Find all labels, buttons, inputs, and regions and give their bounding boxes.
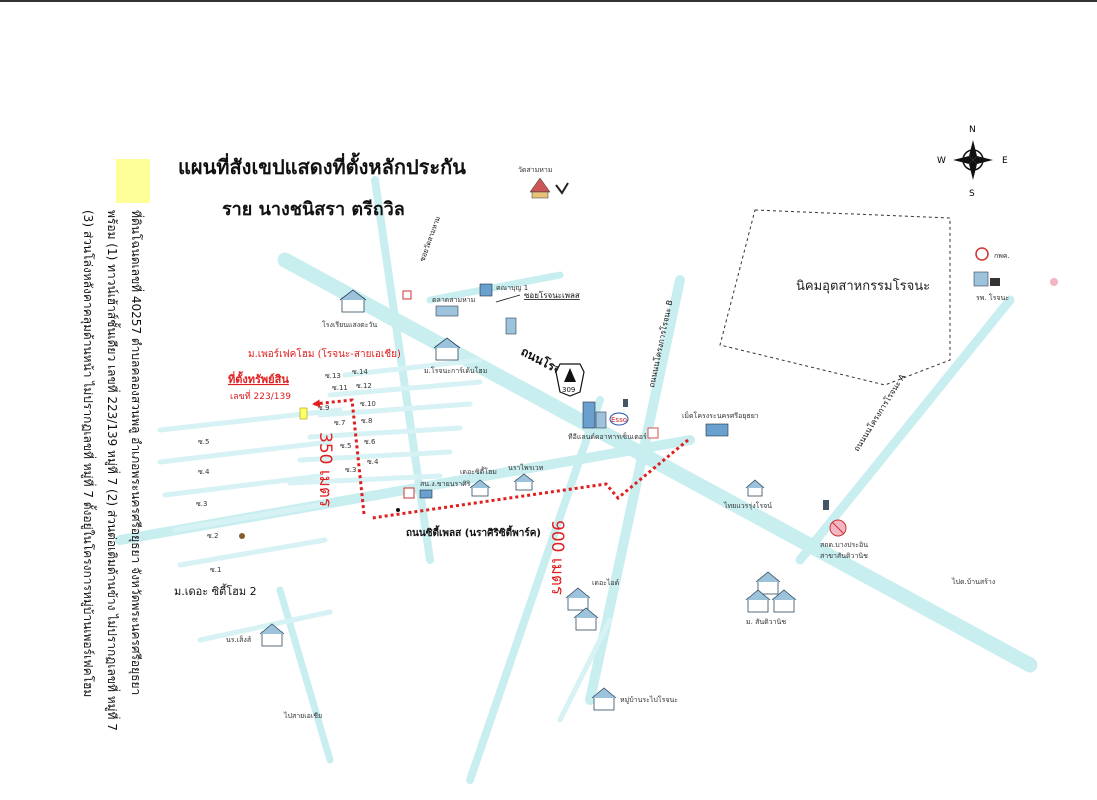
phone-icon xyxy=(823,500,829,510)
soi-labels: ซ.13 ซ.14 ซ.11 ซ.12 ซ.9 ซ.10 ซ.7 ซ.8 ซ.6… xyxy=(196,368,379,574)
estate-label: นิคมอุตสาหกรรมโรจนะ xyxy=(796,278,930,294)
rojana-garden-icon xyxy=(433,337,461,361)
gas-station-label-2: สาขาสันติวานิช xyxy=(820,552,868,560)
soi-3: ซ.3 xyxy=(196,500,207,508)
sois xyxy=(157,357,613,723)
pink-mark xyxy=(1050,278,1058,286)
side-note-2: พร้อม (1) ทาวน์เฮ้าส์ชั้นเดียว เลขที่ 22… xyxy=(104,210,121,731)
nara-sit-label: นร.เส็งส์ xyxy=(226,635,252,644)
road-soi-rojana-label: ซอยโรจนะเพลส xyxy=(524,290,580,300)
city-home-icon xyxy=(469,479,491,497)
mega-label: เม็ดโครงระนครศรีอยุธยา xyxy=(682,411,759,420)
soi-5r: ซ.5 xyxy=(340,442,351,450)
road-cityplace-label: ถนนซิตี้เพลส (นราศิริซิตี้พาร์ค) xyxy=(406,525,541,539)
soi-8: ซ.8 xyxy=(361,417,372,425)
mega-icon xyxy=(705,423,729,437)
santi-label: ม. สันติวานิช xyxy=(746,618,786,626)
soi-7: ซ.7 xyxy=(334,419,345,427)
gas-station-icon xyxy=(829,519,847,537)
route-309-shield: 309 xyxy=(555,363,585,397)
nara-sit-icon xyxy=(259,623,285,647)
school2-icon xyxy=(745,479,765,497)
police-label: กพค. xyxy=(994,252,1010,260)
property-label: ที่ตั้งทรัพย์สิน xyxy=(228,371,289,386)
saksit-label: สน.ง.ขายนราศิริ xyxy=(420,480,471,488)
side-notes: ที่ดินโฉนดเลขที่ 40257 ตำบลคลองสวนพลู อำ… xyxy=(80,210,145,731)
soi-13: ซ.13 xyxy=(325,372,341,380)
distance-900: 900 เมตร xyxy=(547,520,567,595)
cityplace-dot xyxy=(396,508,400,512)
industrial-estate-boundary xyxy=(719,209,951,386)
bigc-label: ทีอีแลนด์ดอาหารเซ็นเตอร์ xyxy=(568,432,647,441)
side-note-3: (3) ส่วนโล่งหลังคาคลุมด้านหน้า ไม่ปรากฏเ… xyxy=(80,210,97,697)
map-title-line2: ราย นางชนิสรา ตรีถวิล xyxy=(222,199,405,220)
highlight-box xyxy=(116,159,150,203)
soi-12: ซ.12 xyxy=(356,382,372,390)
hospital-label: รพ. โรจนะ xyxy=(976,293,1009,302)
property-marker xyxy=(299,407,308,420)
temple-icon xyxy=(529,177,569,199)
soi-6: ซ.6 xyxy=(364,438,376,446)
compass-e: E xyxy=(1002,156,1008,166)
soi-rojana-arrow xyxy=(495,294,521,303)
soi-5: ซ.5 xyxy=(198,438,209,446)
kanang-icon xyxy=(479,283,493,297)
distance-350: 350 เมตร xyxy=(315,432,335,507)
compass-s: S xyxy=(969,189,975,199)
map-title-line1: แผนที่สังเขปแสดงที่ตั้งหลักประกัน xyxy=(178,152,466,179)
city-home-label: เดอะซิตี้โฮม xyxy=(460,465,497,476)
the-ville-label: เดอะไอด์ xyxy=(592,578,619,587)
compass-n: N xyxy=(969,125,976,135)
soi-3r: ซ.3 xyxy=(345,466,356,474)
side-note-1: ที่ดินโฉนดเลขที่ 40257 ตำบลคลองสวนพลู อำ… xyxy=(128,210,145,695)
nara-label: นราไพรเวท xyxy=(508,463,544,472)
school-label: โรงเรียนแสงตะวัน xyxy=(322,320,377,329)
nara-icon xyxy=(513,473,535,491)
route-segment-soi xyxy=(312,398,366,515)
police-icon xyxy=(975,247,989,261)
soi-11: ซ.11 xyxy=(332,384,348,392)
fuel-pump-icon xyxy=(623,399,628,407)
village-icon xyxy=(591,687,617,711)
route-309-label: 309 xyxy=(562,386,575,394)
route-path xyxy=(312,398,689,520)
esso-label: Esso xyxy=(611,416,627,424)
soi-4r: ซ.4 xyxy=(367,458,379,466)
property-number: เลขที่ 223/139 xyxy=(230,389,291,402)
road-wat-soi-label: ซอยวัดสามหาม xyxy=(418,215,442,262)
market-label: ตลาดสามหาม xyxy=(432,296,475,304)
temple-label: วัดสามหาม xyxy=(518,166,552,174)
seven-eleven-icon-1 xyxy=(402,290,412,300)
soi-9: ซ.9 xyxy=(318,404,329,412)
property-project-label: ม.เพอร์เฟคโฮม (โรจนะ-สายเอเชีย) xyxy=(248,347,401,360)
soi-14: ซ.14 xyxy=(352,368,368,376)
hospital-icon xyxy=(973,271,1000,287)
kanang-label: คณาบุญ 1 xyxy=(496,284,528,292)
market-icon xyxy=(435,305,459,317)
santi-icon xyxy=(745,571,797,613)
school-icon xyxy=(339,289,367,313)
bigc-icon xyxy=(582,401,607,429)
esso-icon: Esso xyxy=(609,412,629,426)
soi-10: ซ.10 xyxy=(360,400,376,408)
soi-2: ซ.2 xyxy=(207,532,218,540)
city-home2-label: ม.เดอะ ซิตี้โฮม 2 xyxy=(174,583,257,598)
compass: N S W E xyxy=(937,125,1008,199)
saksit-icon xyxy=(403,487,433,499)
top-border xyxy=(0,0,1097,2)
the-ville-icon xyxy=(565,587,599,631)
compass-w: W xyxy=(937,156,946,166)
condo-icon xyxy=(505,317,517,335)
to-asia-label: ไปสายเอเชีย xyxy=(283,711,322,720)
soi-1: ซ.1 xyxy=(210,566,221,574)
gas-station-label-1: สถด.บางประอิน xyxy=(820,541,868,549)
rojana-garden-label: ม.โรจนะการ์เด้นโฮม xyxy=(424,366,487,375)
book-icon xyxy=(647,427,659,439)
school2-label: ไทยแวรรุ่งโรจน์ xyxy=(723,501,772,510)
village-label: หมู่บ้านระไปโรจนะ xyxy=(620,695,678,704)
soi-4: ซ.4 xyxy=(198,468,210,476)
tree-dot xyxy=(239,533,245,539)
to-bankrang-label: ไปต.บ้านสร้าง xyxy=(951,577,995,586)
